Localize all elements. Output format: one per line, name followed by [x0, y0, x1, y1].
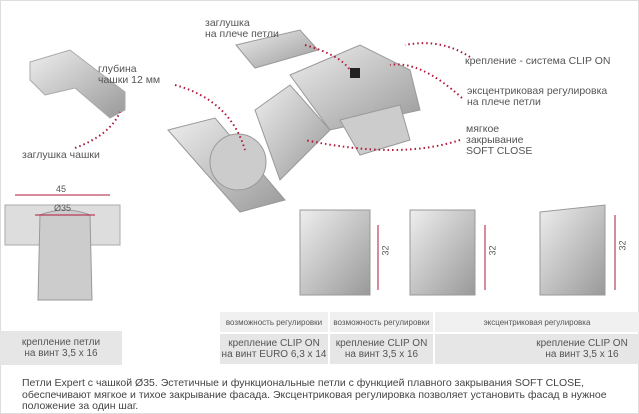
hinge-image — [167, 44, 421, 213]
dimension-width: 45 — [56, 184, 67, 194]
dimension-plate-1: 32 — [380, 245, 391, 256]
description: Петли Expert с чашкой Ø35. Эстетичные и … — [22, 377, 607, 412]
left-caption-line-2: на винт 3,5 x 16 — [24, 348, 98, 359]
left-caption: крепление петли на винт 3,5 x 16 — [0, 331, 122, 365]
plate-3-feature: эксцентриковая регулировка — [435, 312, 639, 332]
callout-cup-depth-1: глубина — [98, 63, 137, 75]
callout-arm-plug-2: на плече петли — [205, 28, 279, 40]
plate-3-caption-2: на винт 3,5 x 16 — [545, 349, 619, 360]
plate-3-caption-1: крепление CLIP ON — [536, 338, 628, 349]
plate-1-caption: крепление CLIP ON на винт EURO 6,3 x 14 — [220, 334, 328, 364]
dimension-plate-2: 32 — [487, 245, 498, 256]
callout-cup-depth-2: чашки 12 мм — [98, 74, 161, 86]
plate-2-caption-1: крепление CLIP ON — [335, 338, 428, 349]
plate-3-caption: крепление CLIP ON на винт 3,5 x 16 — [435, 334, 639, 364]
dimension-cup: Ø35 — [54, 203, 72, 213]
callout-cup-plug: заглушка чашки — [22, 149, 100, 161]
plate-1-caption-1: крепление CLIP ON — [228, 338, 320, 349]
callout-arm-plug-1: заглушка — [205, 17, 250, 29]
callout-eccentric-1: эксцентриковая регулировка — [467, 85, 608, 97]
plate-2-caption-2: на винт 3,5 x 16 — [344, 349, 419, 360]
callout-eccentric-2: на плече петли — [467, 96, 541, 108]
callout-dotted-arrows — [74, 42, 471, 151]
left-caption-line-1: крепление петли — [21, 337, 101, 348]
plate-1-caption-2: на винт EURO 6,3 x 14 — [221, 349, 327, 360]
dimension-plate-3: 32 — [617, 240, 628, 251]
cup-plug-image — [29, 49, 126, 119]
cup-dimension-image — [4, 194, 121, 301]
plate-2-feature: возможность регулировки — [330, 312, 433, 332]
callout-soft-1: мягкое — [466, 123, 500, 135]
plate-1-feature: возможность регулировки — [220, 312, 328, 332]
callout-soft-2: закрывание — [466, 134, 524, 146]
mounting-plates-images — [299, 204, 606, 296]
plate-2-caption: крепление CLIP ON на винт 3,5 x 16 — [330, 334, 433, 364]
callout-clip-on: крепление - система CLIP ON — [465, 55, 611, 67]
callout-soft-3: SOFT CLOSE — [466, 145, 533, 157]
